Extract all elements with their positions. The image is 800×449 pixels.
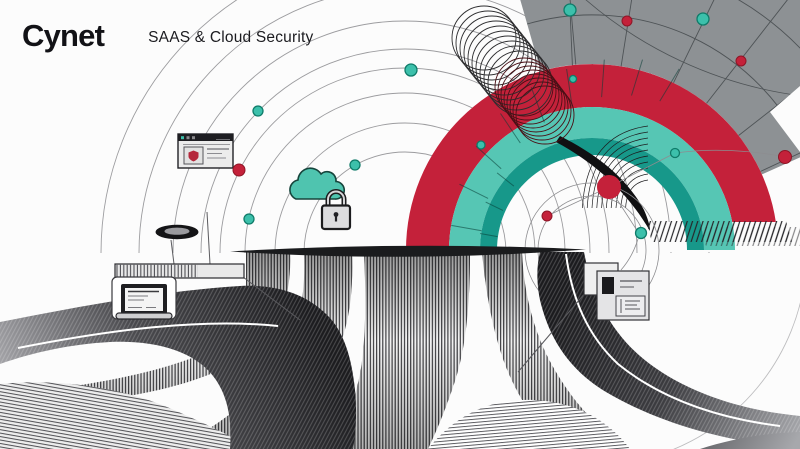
swoosh-right [537,252,800,448]
padlock-icon [320,189,352,231]
coil-spring [451,5,553,116]
arc-fold [582,125,649,209]
shield-icon [188,150,199,162]
red-nodes [232,15,792,222]
laptop-icon [115,284,173,320]
data-ribbons [0,252,800,449]
platform-ellipse [230,245,586,257]
brand-tagline: SAAS & Cloud Security [148,28,314,46]
brand-logo: Cynet [22,18,105,53]
swoosh-left [0,285,357,449]
radar-fan [520,0,800,175]
corner-sliver-right [700,432,800,449]
left-widgets [111,224,245,320]
cloud-lock [289,167,352,231]
connector-lines [170,211,587,373]
brand-header: Cynet SAAS & Cloud Security [22,20,313,51]
browser-window-icon [177,133,234,169]
coil-spring-red [494,57,575,145]
corner-fan-left [0,382,252,449]
network-nodes [232,3,792,240]
cloud-icon [289,167,346,200]
fan-notch [770,86,800,152]
document-card-icon [583,262,650,321]
teal-nodes [243,3,710,240]
rainbow-arc [406,59,800,252]
corner-fan-center [428,399,630,449]
